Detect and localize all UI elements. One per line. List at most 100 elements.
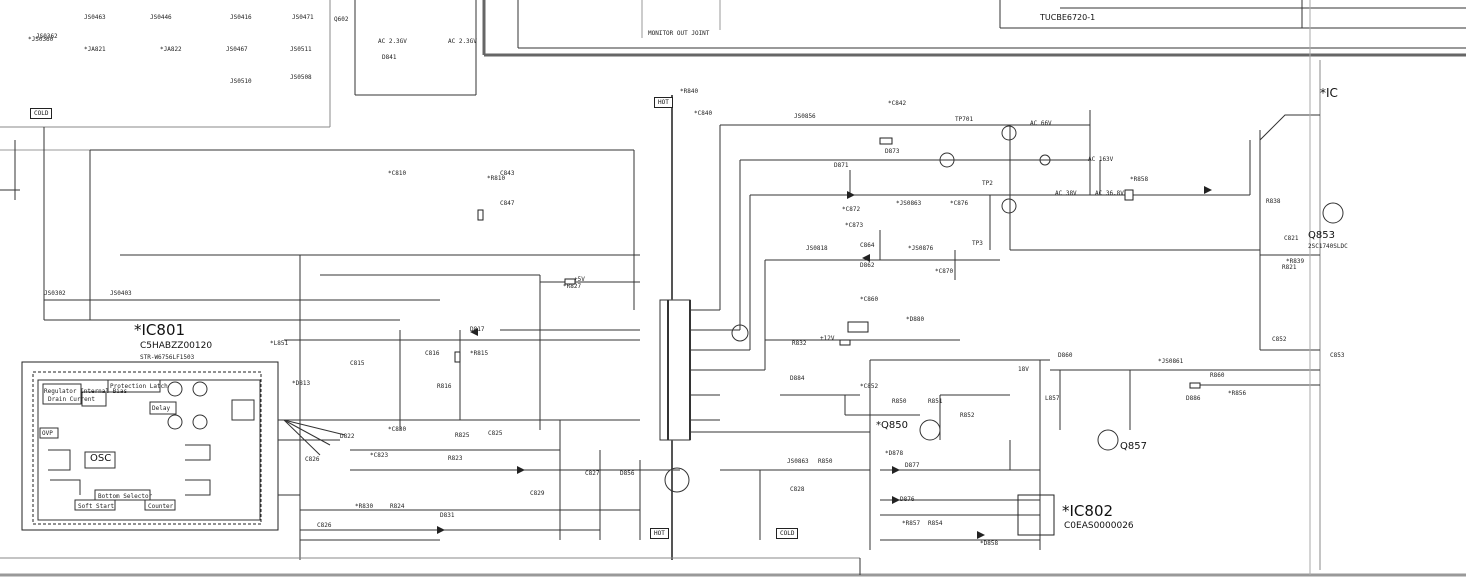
designator-88: C853 [1330,352,1345,359]
designator-9: JS0511 [290,46,312,53]
ic801-block-regulator: Regulator Internal Bias [44,388,128,395]
tag-hot-1: HOT [654,97,673,108]
designator-30: C825 [488,430,503,437]
ic802-name: *IC802 [1062,502,1114,520]
designator-19: *D813 [292,380,311,387]
designator-65: *D878 [885,450,904,457]
ic801-block-softstart: Soft Start [78,503,115,510]
tag-cold-2: COLD [776,528,799,539]
ic801-block-drain: Drain Current [48,396,95,403]
designator-41: *C810 [388,170,407,177]
designator-33: C827 [585,470,600,477]
q853-part: 2SC1740SLDC [1308,243,1348,250]
q850-label: *Q850 [876,420,908,431]
ic801-osc: OSC [90,453,112,464]
designator-42: D856 [620,470,635,477]
designator-62: *C852 [860,383,879,390]
designator-68: *R857 [902,520,921,527]
designator-11: JS0510 [230,78,252,85]
ic801-block-ovp: OVP [42,430,53,437]
designator-83: R838 [1266,198,1281,205]
designator-86: R821 [1282,264,1297,271]
designator-39: *C840 [694,110,713,117]
designator-53: C864 [860,242,875,249]
designator-48: *JS0863 [896,200,922,207]
designator-28: R825 [455,432,470,439]
designator-4: *JS0360 [28,36,54,43]
designator-72: R860 [1210,372,1225,379]
designator-26: C826 [305,456,320,463]
designator-77: JS0863 [787,458,809,465]
designator-10: JS0508 [290,74,312,81]
ic801-block-protection: Protection Latch [110,383,168,390]
designator-12: D841 [382,54,397,61]
designator-54: *JS0876 [908,245,934,252]
q857-label: Q857 [1120,441,1147,452]
designator-59: *C860 [860,296,879,303]
designator-67: D876 [900,496,915,503]
net-label-5: +5V [574,276,585,283]
designator-61: R850 [892,398,907,405]
ic801-part: C5HABZZ00120 [140,341,213,351]
q853-label: Q853 [1308,230,1335,241]
designator-46: *C842 [888,100,907,107]
designator-49: *C876 [950,200,969,207]
designator-25: *C823 [370,452,389,459]
designator-69: R854 [928,520,943,527]
designator-37: C826 [317,522,332,529]
designator-47: D873 [885,148,900,155]
designator-75: L857 [1045,395,1060,402]
designator-60: *D880 [906,316,925,323]
net-label-1: AC 163V [1088,156,1114,163]
designator-16: JS0302 [44,290,66,297]
designator-29: *R827 [563,283,582,290]
designator-57: TP2 [982,180,993,187]
designator-18: C815 [350,360,365,367]
designator-27: D822 [340,433,355,440]
net-label-0: AC 2.3GV [448,38,477,45]
designator-31: R823 [448,455,463,462]
designator-2: JS0416 [230,14,252,21]
label-q602: Q602 [334,16,349,23]
net-label-2: AC 38V [1055,190,1077,197]
designator-45: *C872 [842,206,861,213]
designator-6: JS0446 [150,14,172,21]
designator-79: *R856 [1228,390,1247,397]
designator-14: C847 [500,200,515,207]
designator-50: *C873 [845,222,864,229]
designator-55: *C870 [935,268,954,275]
designator-73: *R858 [1130,176,1149,183]
designator-71: D886 [1186,395,1201,402]
designator-87: C852 [1272,336,1287,343]
label-monitor-out: MONITOR OUT JOINT [648,30,710,37]
designator-13: C843 [500,170,515,177]
designator-35: D831 [440,512,455,519]
ic801-sub: STR-W6756LF1503 [140,354,195,361]
net-label-3: AC 36.8V [1095,190,1124,197]
designator-64: R852 [960,412,975,419]
designator-8: JS0467 [226,46,248,53]
net-label-6: +12V [820,335,835,342]
designator-58: TP3 [972,240,983,247]
designator-70: *D858 [980,540,999,547]
designator-76: *JS0861 [1158,358,1184,365]
label-ac-top: AC 2.3GV [378,38,407,45]
ic801-block-delay: Delay [152,405,171,412]
designator-1: JS0463 [84,14,106,21]
designator-22: C816 [425,350,440,357]
designator-44: D871 [834,162,849,169]
designator-38: *R840 [680,88,699,95]
ic801-name: *IC801 [134,321,186,339]
designator-56: TP701 [955,116,974,123]
designator-84: *R839 [1286,258,1305,265]
designator-51: JS0818 [806,245,828,252]
ic801-block-bottom: Bottom Selector [98,493,153,500]
designator-5: *JA821 [84,46,106,53]
designator-24: R816 [437,383,452,390]
label-model-code: TUCBE6720-1 [1040,13,1096,22]
designator-23: *C830 [388,426,407,433]
designator-63: R851 [928,398,943,405]
designator-80: D884 [790,375,805,382]
net-label-4: AC 66V [1030,120,1052,127]
designator-78: R850 [818,458,833,465]
